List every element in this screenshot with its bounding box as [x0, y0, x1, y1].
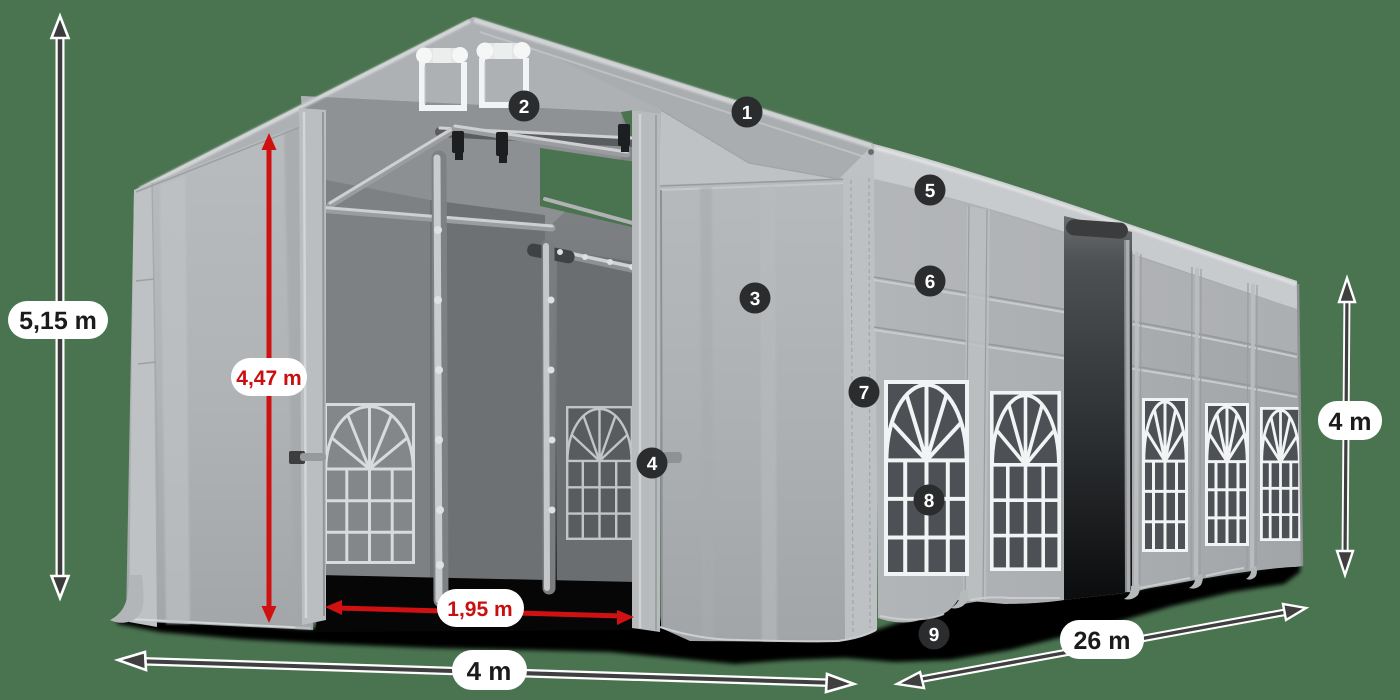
svg-text:3: 3	[750, 289, 761, 310]
svg-text:1,95 m: 1,95 m	[447, 598, 512, 621]
svg-text:9: 9	[929, 625, 940, 646]
svg-text:4,47 m: 4,47 m	[236, 367, 301, 390]
svg-text:4: 4	[647, 454, 658, 475]
svg-text:4 m: 4 m	[1328, 408, 1371, 436]
svg-text:6: 6	[925, 272, 936, 293]
svg-text:5,15 m: 5,15 m	[19, 307, 97, 335]
svg-text:5: 5	[925, 181, 936, 202]
svg-text:2: 2	[519, 97, 530, 118]
svg-text:1: 1	[742, 103, 753, 124]
svg-text:7: 7	[859, 383, 870, 404]
svg-text:8: 8	[924, 491, 935, 512]
svg-text:4 m: 4 m	[467, 656, 512, 686]
svg-text:26 m: 26 m	[1074, 627, 1131, 655]
